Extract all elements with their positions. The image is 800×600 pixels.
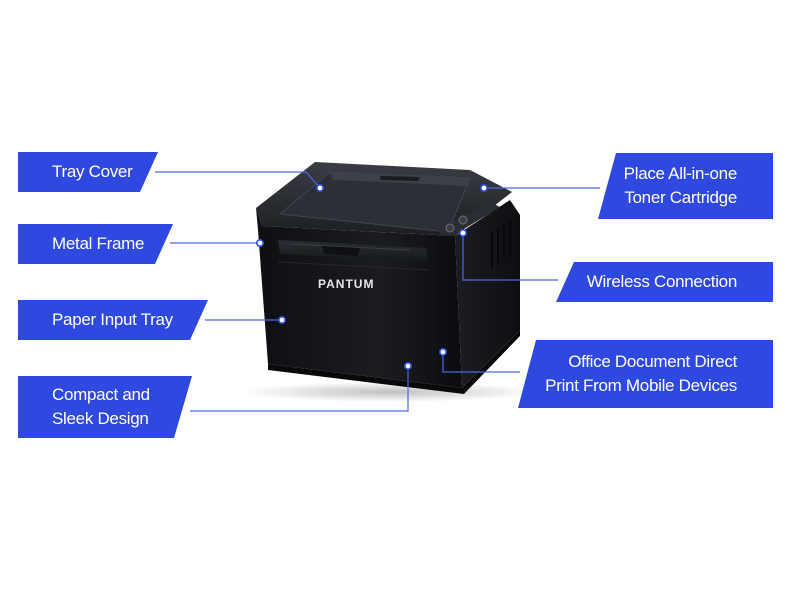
vent-slats <box>491 220 511 268</box>
marker-tray-cover <box>315 184 324 193</box>
label-metal-frame: Metal Frame <box>18 224 173 264</box>
connector-tray-cover <box>155 171 321 189</box>
label-wireless-connection: Wireless Connection <box>556 262 773 302</box>
brand-logo: PANTUM <box>318 277 374 291</box>
power-button <box>445 223 455 233</box>
label-metal-frame-text: Metal Frame <box>52 234 145 253</box>
label-paper-input-tray: Paper Input Tray <box>18 300 208 340</box>
label-compact-line1: Compact and <box>52 385 150 404</box>
connector-wireless <box>462 233 558 281</box>
label-paper-input-tray-text: Paper Input Tray <box>52 310 173 329</box>
label-tray-cover: Tray Cover <box>18 152 158 192</box>
marker-toner <box>479 184 488 193</box>
label-compact-design: Compact and Sleek Design <box>18 376 192 438</box>
wifi-button <box>458 215 468 225</box>
label-office-document: Office Document Direct Print From Mobile… <box>518 340 773 408</box>
label-wireless-text: Wireless Connection <box>586 272 738 291</box>
marker-wireless <box>458 229 467 238</box>
label-tray-cover-text: Tray Cover <box>52 162 133 181</box>
label-toner-cartridge: Place All-in-one Toner Cartridge <box>598 153 773 219</box>
marker-office <box>438 347 447 356</box>
connector-compact-design <box>190 366 409 412</box>
label-compact-line2: Sleek Design <box>52 409 149 428</box>
label-toner-line1: Place All-in-one <box>623 164 738 183</box>
label-office-line1: Office Document Direct <box>568 352 737 371</box>
marker-metal-frame <box>255 239 264 248</box>
marker-paper-input-tray <box>277 315 286 324</box>
label-office-line2: Print From Mobile Devices <box>545 376 737 395</box>
label-toner-line2: Toner Cartridge <box>624 188 737 207</box>
marker-compact-design <box>403 361 412 370</box>
connector-office <box>442 352 520 373</box>
